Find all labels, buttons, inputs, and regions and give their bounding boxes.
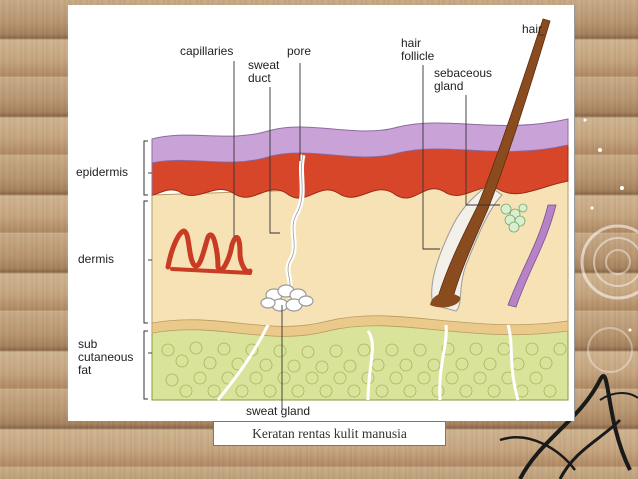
label-sweat-gland: sweat gland xyxy=(246,404,311,418)
diagram-caption: Keratan rentas kulit manusia xyxy=(213,421,446,446)
label-pore: pore xyxy=(287,44,312,58)
layer-braces xyxy=(143,140,148,400)
label-capillaries: capillaries xyxy=(180,44,234,58)
sebaceous-gland xyxy=(500,203,528,233)
hypodermis-boundary xyxy=(151,315,569,337)
leader-lines xyxy=(148,34,544,409)
nerve-fibers xyxy=(216,324,520,401)
blood-vessel xyxy=(507,204,557,308)
capillary-loops xyxy=(165,228,253,275)
sweat-gland-coil xyxy=(260,284,314,312)
hair-shaft xyxy=(437,18,551,302)
skin-diagram-panel: capillaries sweat duct pore hair follicl… xyxy=(68,5,575,421)
label-epidermis: epidermis xyxy=(76,165,129,179)
label-subcutaneous-fat: sub cutaneous fat xyxy=(78,337,134,377)
label-hair: hair xyxy=(522,22,543,36)
fat-cells-texture xyxy=(161,341,567,398)
label-dermis: dermis xyxy=(78,252,115,266)
hair-bulb xyxy=(430,292,461,308)
skin-cross-section xyxy=(143,18,569,409)
label-hair-follicle: hair follicle xyxy=(401,36,435,63)
label-sebaceous-gland: sebaceous gland xyxy=(434,66,493,93)
epidermis-top-layer xyxy=(151,118,569,164)
label-sweat-duct: sweat duct xyxy=(248,58,280,85)
